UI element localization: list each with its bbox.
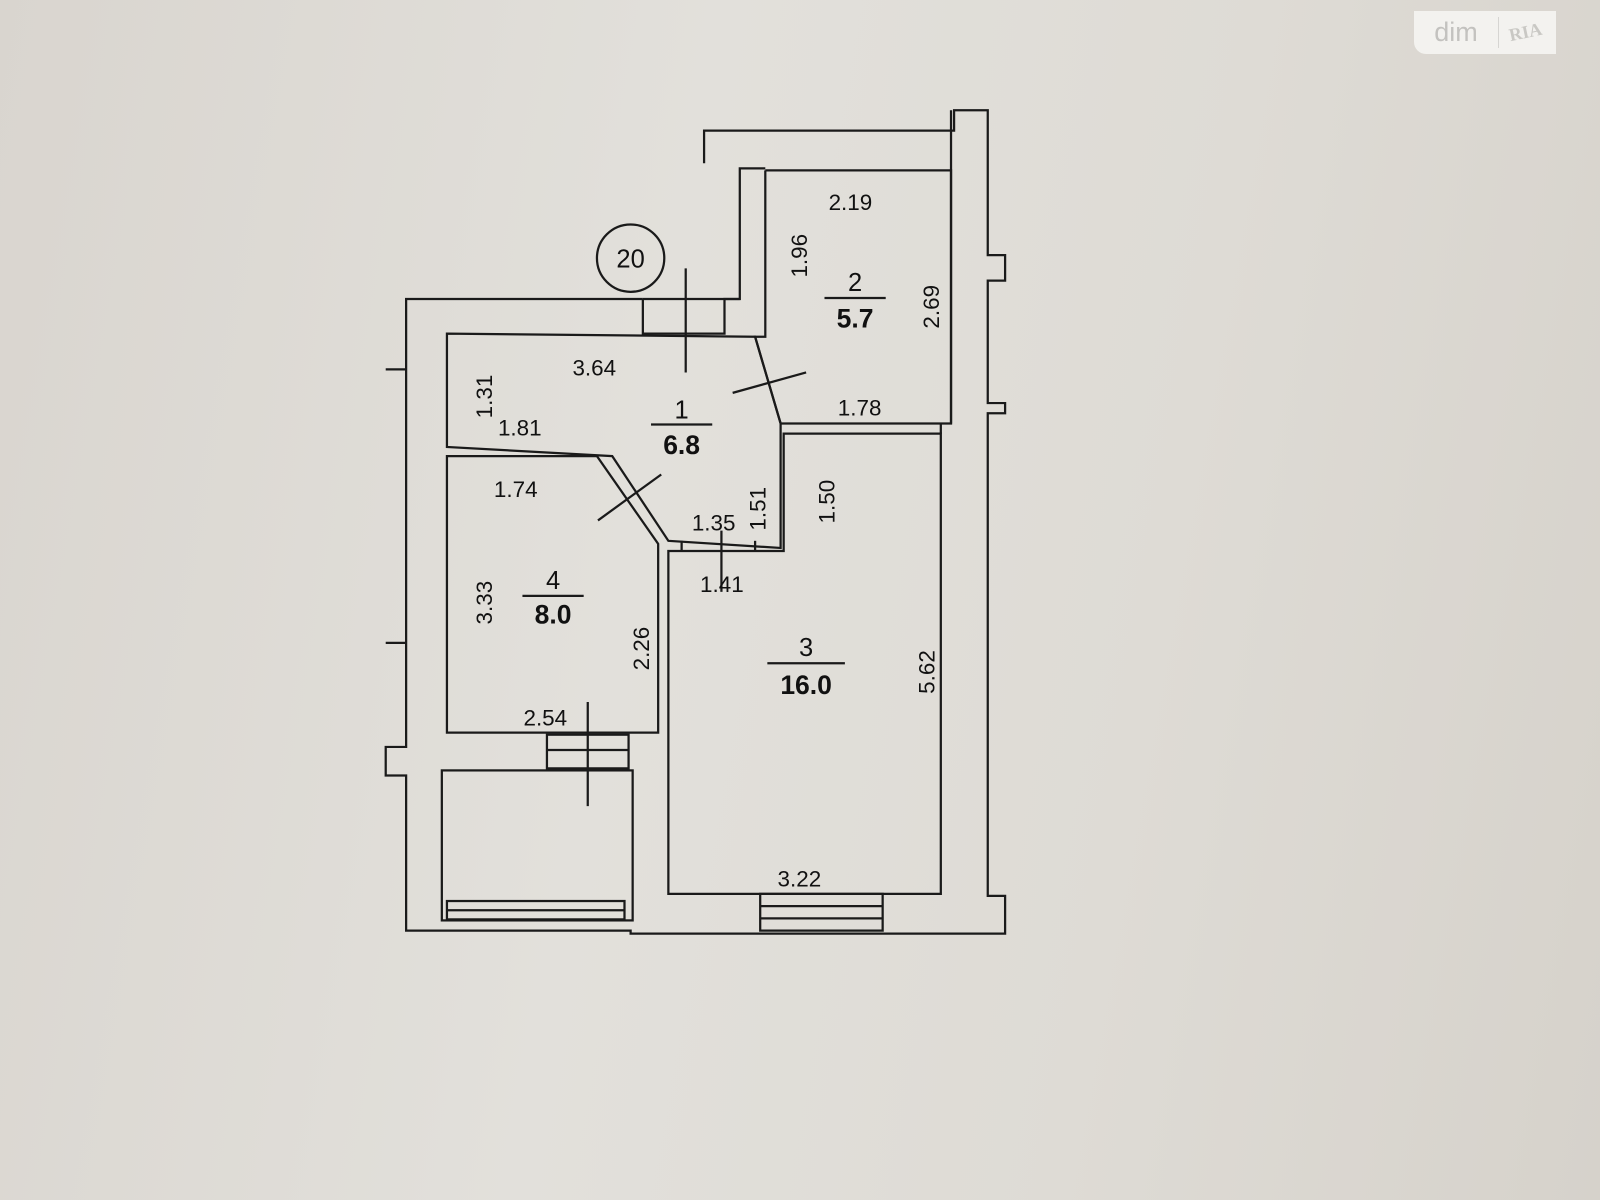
dim-label: 1.81	[498, 416, 542, 441]
corridor-wall	[641, 167, 766, 335]
room-2-label: 2 5.7	[824, 269, 886, 334]
door-mark	[732, 371, 807, 394]
dim-label: 1.41	[700, 572, 744, 597]
room-area: 6.8	[663, 430, 700, 460]
dim-label: 2.69	[919, 285, 944, 329]
dim-label: 3.33	[472, 581, 497, 625]
dim-label: 5.62	[915, 650, 940, 694]
door-mark	[597, 473, 662, 522]
dim-label: 1.74	[494, 477, 538, 502]
watermark-dim: dim	[1414, 17, 1499, 48]
room-area: 16.0	[780, 670, 832, 700]
room-number: 3	[799, 634, 813, 662]
room-area: 8.0	[535, 599, 572, 629]
outer-wall	[384, 109, 1007, 935]
dim-label: 1.96	[787, 234, 812, 278]
dim-label: 1.35	[692, 511, 736, 536]
room-number: 4	[546, 567, 560, 595]
dim-label: 1.78	[838, 395, 882, 420]
dim-label: 2.54	[523, 706, 567, 731]
room-3-label: 3 16.0	[767, 634, 845, 700]
apartment-number: 20	[616, 245, 644, 273]
room-number: 1	[675, 396, 689, 424]
room-area: 5.7	[837, 304, 874, 334]
dim-label: 1.51	[745, 487, 770, 531]
apartment-number-circle	[595, 223, 666, 293]
balcony-outline	[440, 769, 634, 922]
dim-label: 3.22	[778, 867, 822, 892]
dim-label: 1.31	[472, 375, 497, 419]
room-1-label: 1 6.8	[651, 396, 713, 460]
room-4-label: 4 8.0	[522, 567, 584, 629]
dim-label: 3.64	[572, 356, 616, 381]
dim-label: 1.50	[815, 480, 840, 524]
room-number: 2	[848, 269, 862, 297]
room-4-outline	[445, 455, 660, 734]
dim-label: 2.26	[629, 627, 654, 671]
room-3-window	[759, 892, 884, 932]
dim-label: 2.19	[829, 190, 873, 215]
dimria-watermark: dim RIA	[1414, 11, 1556, 54]
